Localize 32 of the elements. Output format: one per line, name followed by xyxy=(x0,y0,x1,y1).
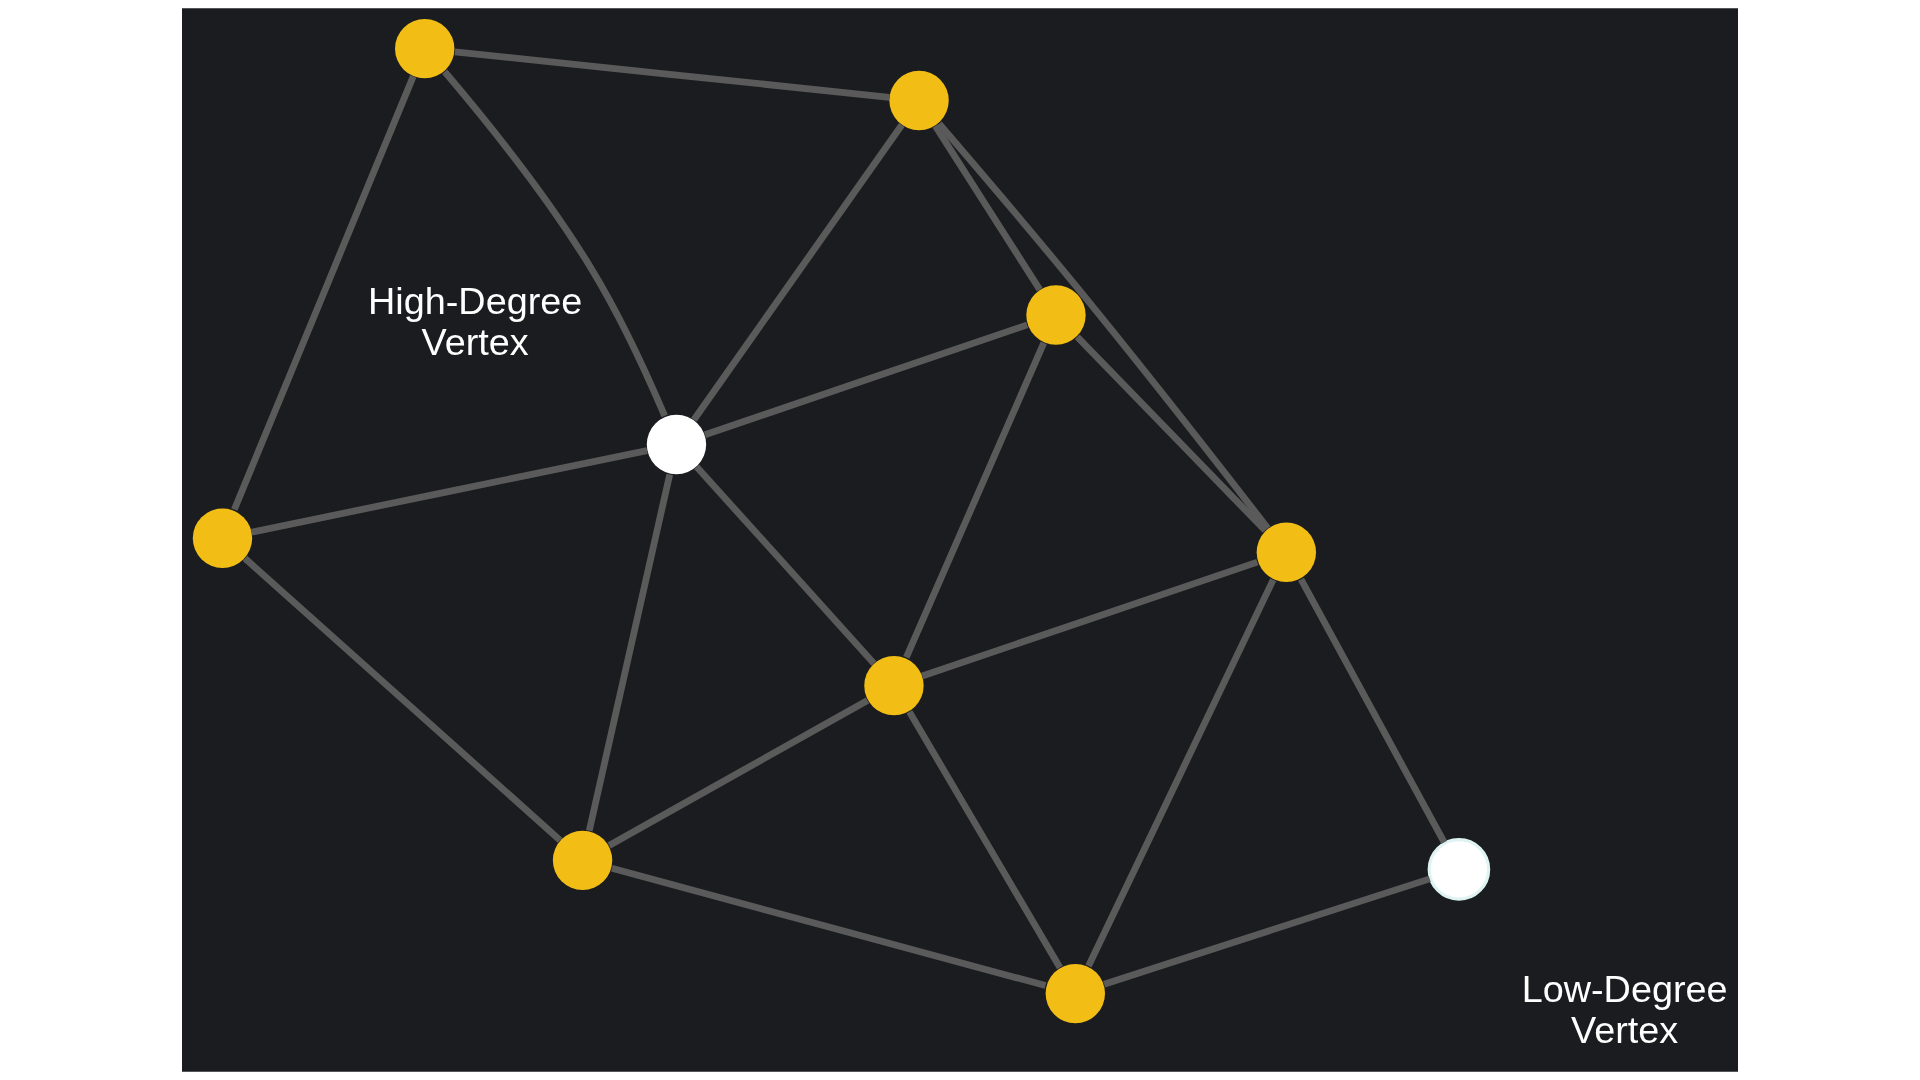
node-circle xyxy=(1026,285,1086,345)
connector xyxy=(932,124,1043,292)
node-circle xyxy=(192,508,253,568)
node-circle xyxy=(646,414,707,475)
connector xyxy=(1074,334,1268,533)
connector xyxy=(1103,875,1431,988)
node-circle xyxy=(864,655,924,716)
connector xyxy=(936,121,1271,531)
node-label: Low-Degree Vertex xyxy=(1521,968,1728,1051)
connector xyxy=(607,697,870,849)
node-circle xyxy=(889,70,949,131)
connector xyxy=(906,710,1063,970)
connector xyxy=(242,555,563,843)
node-circle xyxy=(1045,963,1105,1024)
node-circle xyxy=(1256,522,1317,582)
connector xyxy=(231,75,417,511)
connector xyxy=(691,123,905,422)
connector xyxy=(921,558,1259,680)
connector xyxy=(694,464,877,666)
connector xyxy=(903,341,1047,659)
node-circle xyxy=(395,18,455,79)
connector xyxy=(250,447,648,536)
connector xyxy=(585,473,674,832)
connector xyxy=(1298,577,1448,845)
connector xyxy=(1085,578,1277,968)
connector xyxy=(611,865,1047,989)
connector xyxy=(442,69,668,418)
connector xyxy=(454,48,890,101)
node-label: High-Degree Vertex xyxy=(368,280,583,363)
node-circle xyxy=(1427,838,1491,901)
connector xyxy=(703,321,1029,438)
node-circle xyxy=(552,830,613,891)
